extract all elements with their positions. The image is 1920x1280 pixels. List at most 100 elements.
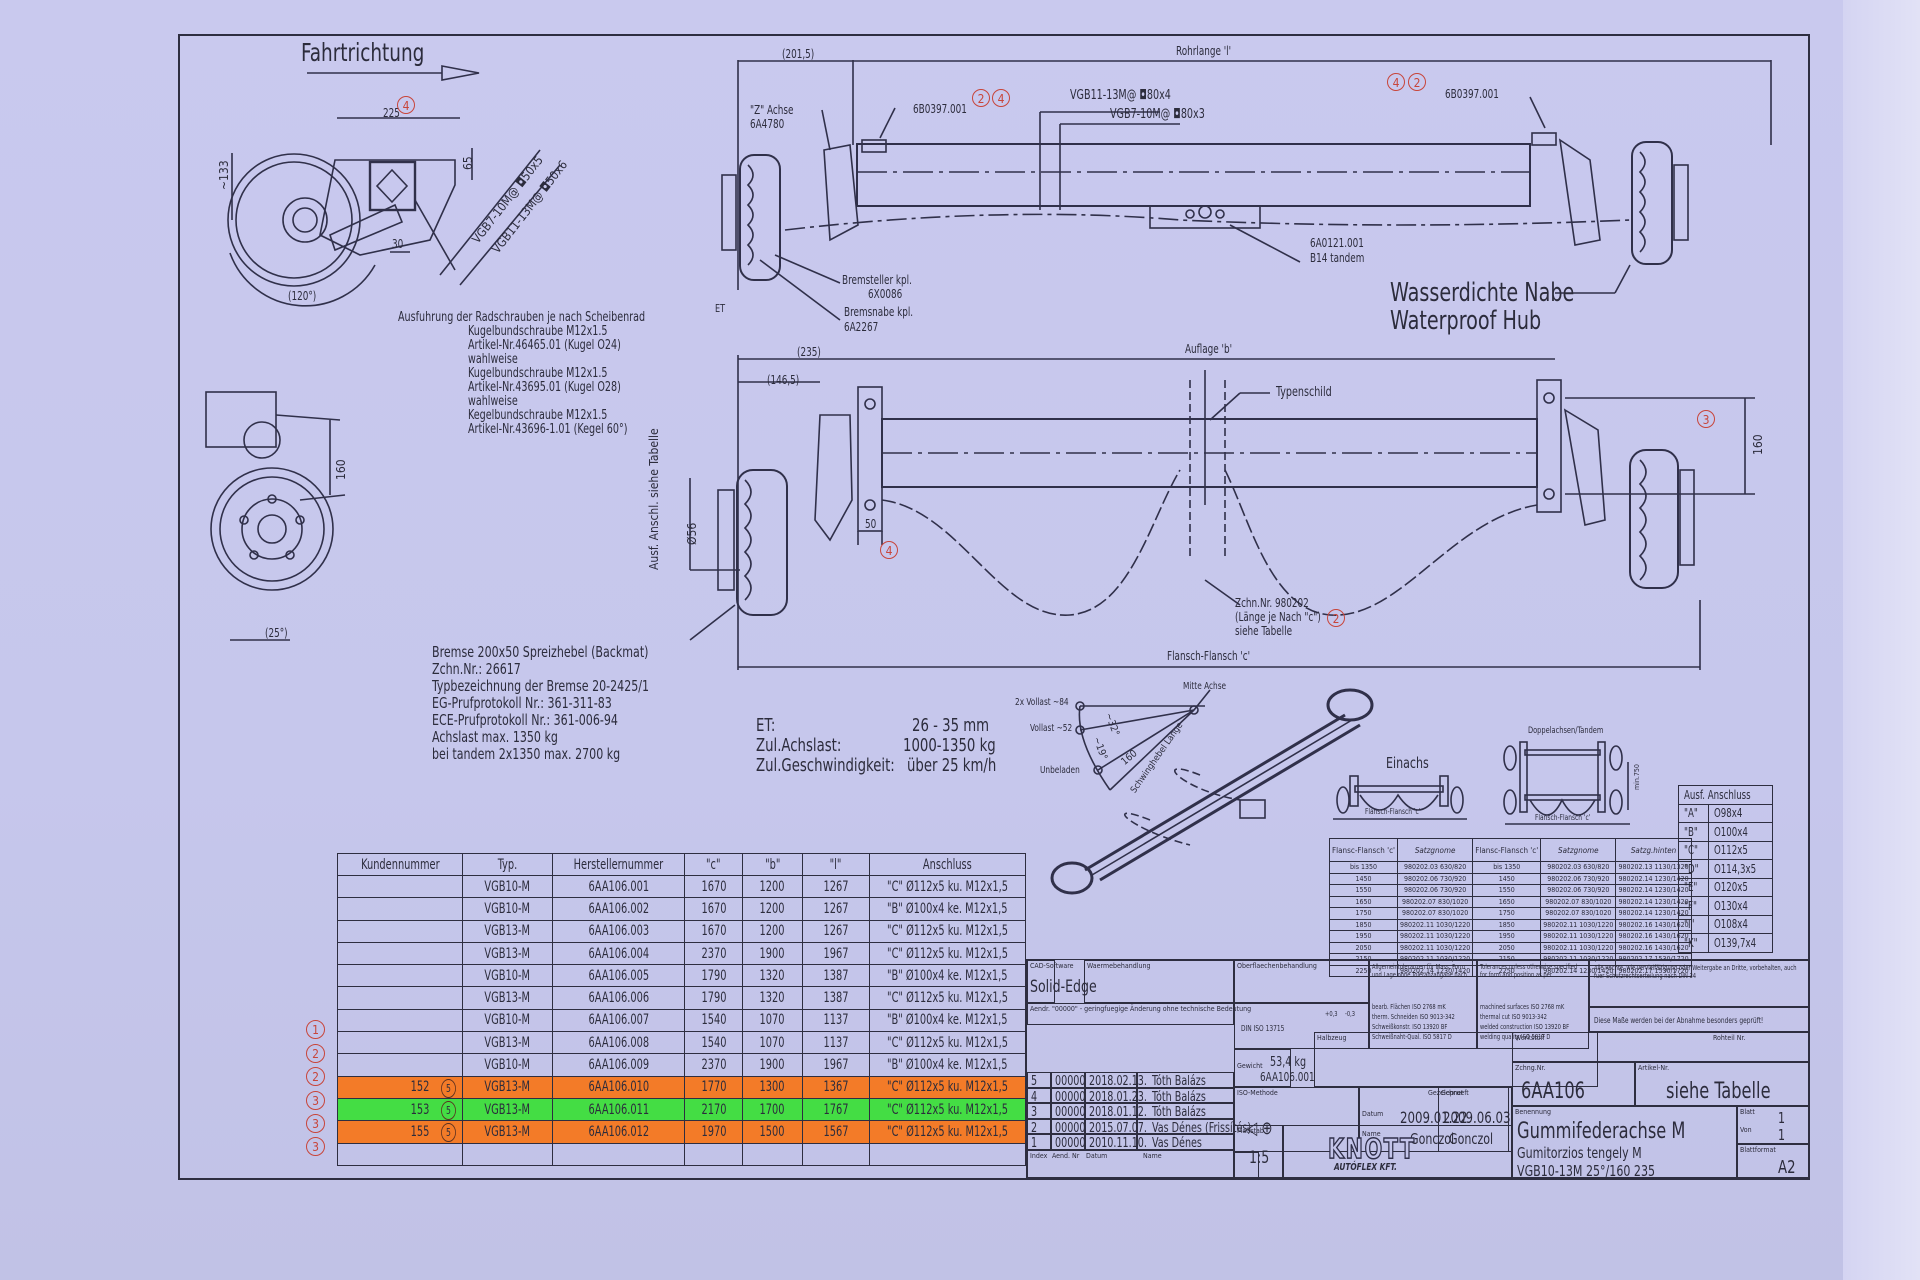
- row-revision-mark: 1: [306, 1020, 325, 1040]
- revision-cell: 3: [1027, 1103, 1051, 1120]
- drawn-date: 2009.01.22: [1400, 1108, 1468, 1127]
- connection-row: "A"O98x4: [1678, 803, 1774, 823]
- customer-number-cell: [337, 874, 463, 899]
- drawing-title: Gummifederachse M: [1517, 1119, 1686, 1144]
- type-cell: VGB10-M: [461, 897, 554, 921]
- manufacturer-number-cell: 6AA106.006: [552, 986, 686, 1010]
- z-axle-number: 6A4780: [750, 117, 785, 131]
- spring-cell: 1450: [1329, 872, 1398, 885]
- c-value-cell: 1790: [684, 986, 744, 1010]
- l-value-cell: 1967: [801, 1053, 870, 1077]
- b-value-cell: 1900: [742, 941, 803, 966]
- tolerance-en-line: welded construction ISO 13920 BF: [1480, 1023, 1570, 1031]
- manufacturer-number-cell: 6AA106.003: [552, 919, 686, 943]
- customer-number-cell: [337, 1031, 463, 1055]
- connection-size: O139,7x4: [1707, 933, 1774, 953]
- checked-name: Gonczol: [1449, 1130, 1494, 1148]
- type-cell: VGB10-M: [461, 874, 554, 899]
- revision-cell: Vas Dénes (Frissítés): [1137, 1118, 1251, 1136]
- customer-number-cell: [337, 1053, 463, 1077]
- c-value-cell: 1670: [684, 874, 744, 899]
- spring-header: Satzgnome: [1540, 838, 1617, 862]
- spring-cell: 1850: [1472, 918, 1542, 931]
- type-cell: VGB13-M: [461, 986, 554, 1010]
- flange-label: Flansch-Flansch 'c': [1167, 649, 1251, 663]
- brake-info-line: Achslast max. 1350 kg: [432, 728, 558, 746]
- c-value-cell: 1540: [684, 1031, 744, 1055]
- dim-25: (25°): [265, 626, 288, 640]
- connection-table: Ausf. Anschluss"A"O98x4"B"O100x4"C"O112x…: [1677, 785, 1774, 953]
- connection-row: "E"O120x5: [1678, 877, 1774, 897]
- c-value-cell: 1670: [684, 897, 744, 921]
- rights-note: Alle Rechte, wie Vervielfältigung oder W…: [1594, 964, 1797, 980]
- profile-label-a: VGB11-13M@ ◘80x4: [1070, 88, 1171, 103]
- l-value-cell: 1767: [801, 1097, 870, 1122]
- revision-mark: 5: [440, 1078, 456, 1098]
- hub-side-view-drawing: [205, 391, 346, 641]
- weight-value: 53,4 kg: [1270, 1055, 1307, 1070]
- header-typ: Typ.: [461, 853, 554, 876]
- tolerance-de-line: bearb. Flächen ISO 2768 mK: [1372, 1003, 1446, 1011]
- tandem-dim: min.750: [1633, 764, 1641, 790]
- customer-number-cell: [337, 919, 463, 943]
- connection-code: "D": [1678, 859, 1709, 879]
- revision-cell: 2018.01.12.: [1085, 1103, 1147, 1120]
- material-label: Werkstoff: [1515, 1034, 1545, 1042]
- spring-cell: 980202.07 830/1020: [1396, 907, 1474, 920]
- direction-label: Fahrtrichtung: [301, 38, 425, 67]
- tolerance-de-line: Schweißkonstr. ISO 13920 BF: [1372, 1023, 1448, 1031]
- brake-info-line: EG-Prufprotokoll Nr.: 361-311-83: [432, 694, 612, 712]
- spec-label: ET:: [756, 715, 776, 736]
- din-label: DIN ISO 13715: [1241, 1024, 1285, 1033]
- weight-label: Gewicht: [1237, 1062, 1263, 1070]
- manufacturer-number-cell: 6AA106.010: [552, 1075, 686, 1099]
- revision-mark: 4: [880, 541, 898, 559]
- dim-146: (146,5): [767, 373, 800, 387]
- revision-cell: 00000: [1051, 1072, 1086, 1089]
- row-revision-mark: 2: [306, 1043, 325, 1063]
- spec-value: 26 - 35 mm: [912, 715, 990, 736]
- header-anschluss: Anschluss: [868, 853, 1027, 876]
- connection-cell: "C" Ø112x5 ku. M12x1,5: [868, 986, 1027, 1010]
- connection-code: "B": [1678, 822, 1709, 842]
- revision-cell: 5: [1027, 1072, 1051, 1089]
- revision-cell: 00000: [1051, 1103, 1086, 1120]
- cad-value: Solid-Edge: [1030, 977, 1097, 997]
- bolt-note-title: Ausfuhrung der Radschrauben je nach Sche…: [398, 310, 646, 325]
- l-value-cell: 1367: [801, 1075, 870, 1099]
- spring-ref: siehe Tabelle: [1235, 624, 1293, 638]
- revision-cell: Vas Dénes: [1137, 1134, 1234, 1151]
- customer-number-cell: [337, 986, 463, 1010]
- revision-mark: 4: [1387, 73, 1405, 91]
- connection-cell: "B" Ø100x4 ke. M12x1,5: [868, 1008, 1027, 1033]
- revision-cell: 00000: [1051, 1134, 1086, 1151]
- revision-mark: 2: [972, 89, 990, 107]
- surface-label: Oberflaechenbehandlung: [1237, 962, 1317, 970]
- connection-size: O108x4: [1707, 914, 1774, 934]
- l-value-cell: [801, 1142, 870, 1166]
- spring-cell: 980202.03 630/820: [1396, 861, 1474, 874]
- spring-cell: bis 1350: [1472, 861, 1542, 874]
- revision-cell: Tóth Balázs: [1137, 1087, 1234, 1105]
- connection-row: "F"O130x4: [1678, 896, 1774, 916]
- bolt-note-line: wahlweise: [468, 394, 518, 409]
- spring-cell: 980202.11 1030/1220: [1396, 930, 1474, 943]
- scale-value: 1:5: [1249, 1148, 1270, 1168]
- connection-size: O130x4: [1707, 896, 1774, 916]
- side-view-drawing: [227, 117, 561, 307]
- paper-edge: [1843, 0, 1920, 1280]
- connection-row: "B"O100x4: [1678, 822, 1774, 842]
- l-value-cell: 1267: [801, 919, 870, 943]
- tandem-label: B14 tandem: [1310, 251, 1365, 265]
- brake-hub-number: 6A2267: [844, 320, 879, 334]
- revision-cell: 2010.11.10.: [1085, 1134, 1147, 1151]
- type-cell: VGB10-M: [461, 1053, 554, 1077]
- connection-row: "C"O112x5: [1678, 840, 1774, 860]
- spec-label: Zul.Geschwindigkeit:: [756, 755, 895, 776]
- spring-length: (Länge je Nach "c"): [1235, 610, 1321, 624]
- drawn-name: Gonczol: [1410, 1130, 1455, 1148]
